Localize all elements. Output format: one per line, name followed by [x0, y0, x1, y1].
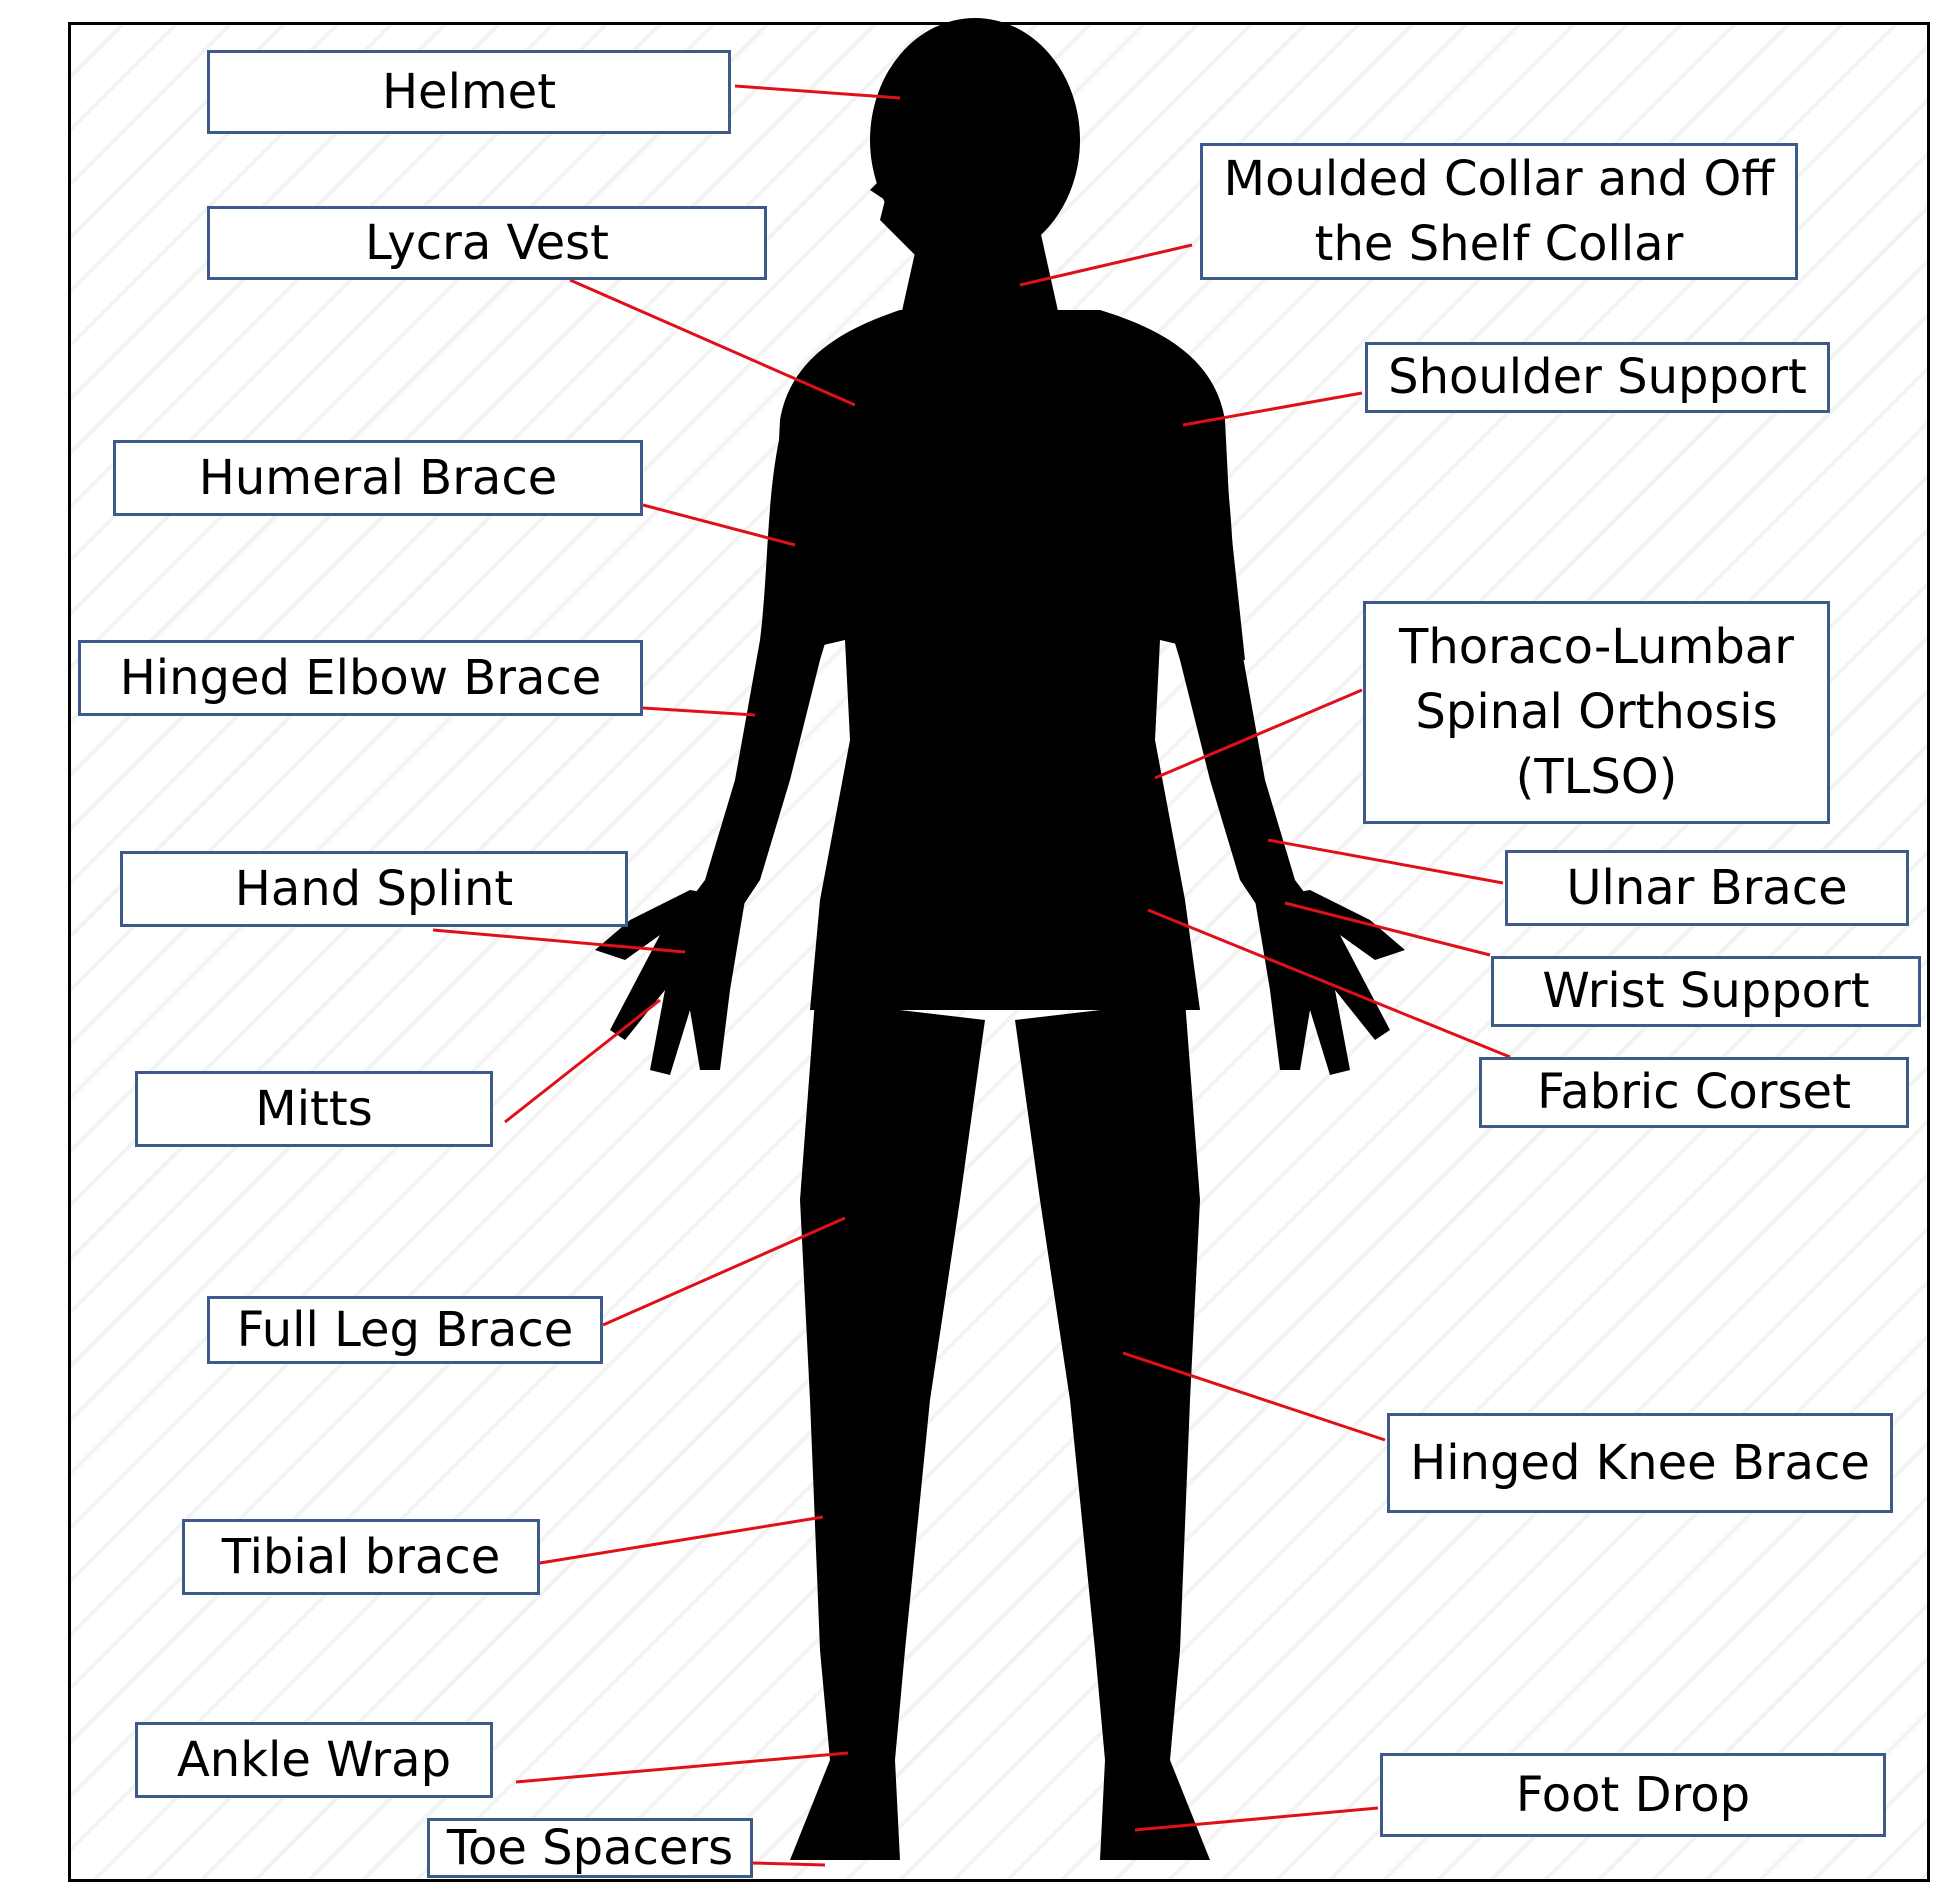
label-hinged-knee-brace: Hinged Knee Brace [1387, 1413, 1893, 1513]
label-toe-spacers: Toe Spacers [427, 1818, 753, 1878]
label-moulded-collar: Moulded Collar and Off the Shelf Collar [1200, 143, 1798, 280]
leader-line-toe-spacers [753, 1863, 825, 1865]
label-tibial-brace: Tibial brace [182, 1519, 540, 1595]
label-humeral-brace: Humeral Brace [113, 440, 643, 516]
label-mitts: Mitts [135, 1071, 493, 1147]
label-foot-drop: Foot Drop [1380, 1753, 1886, 1837]
label-ankle-wrap: Ankle Wrap [135, 1722, 493, 1798]
leader-line-hinged-elbow-brace [643, 708, 755, 715]
label-hinged-elbow-brace: Hinged Elbow Brace [78, 640, 643, 716]
label-lycra-vest: Lycra Vest [207, 206, 767, 280]
leader-line-tibial-brace [540, 1517, 823, 1563]
label-full-leg-brace: Full Leg Brace [207, 1296, 603, 1364]
label-tlso: Thoraco-Lumbar Spinal Orthosis (TLSO) [1363, 601, 1830, 824]
label-fabric-corset: Fabric Corset [1479, 1057, 1909, 1128]
leader-line-ulnar-brace [1268, 840, 1503, 883]
leader-line-mitts [505, 1000, 660, 1122]
leader-line-helmet [735, 86, 900, 98]
label-hand-splint: Hand Splint [120, 851, 628, 927]
label-ulnar-brace: Ulnar Brace [1505, 850, 1909, 926]
label-wrist-support: Wrist Support [1491, 956, 1921, 1027]
label-helmet: Helmet [207, 50, 731, 134]
label-shoulder-support: Shoulder Support [1365, 342, 1830, 413]
leader-line-ankle-wrap [516, 1753, 848, 1782]
human-silhouette [595, 18, 1405, 1860]
leader-line-lycra-vest [570, 280, 855, 405]
